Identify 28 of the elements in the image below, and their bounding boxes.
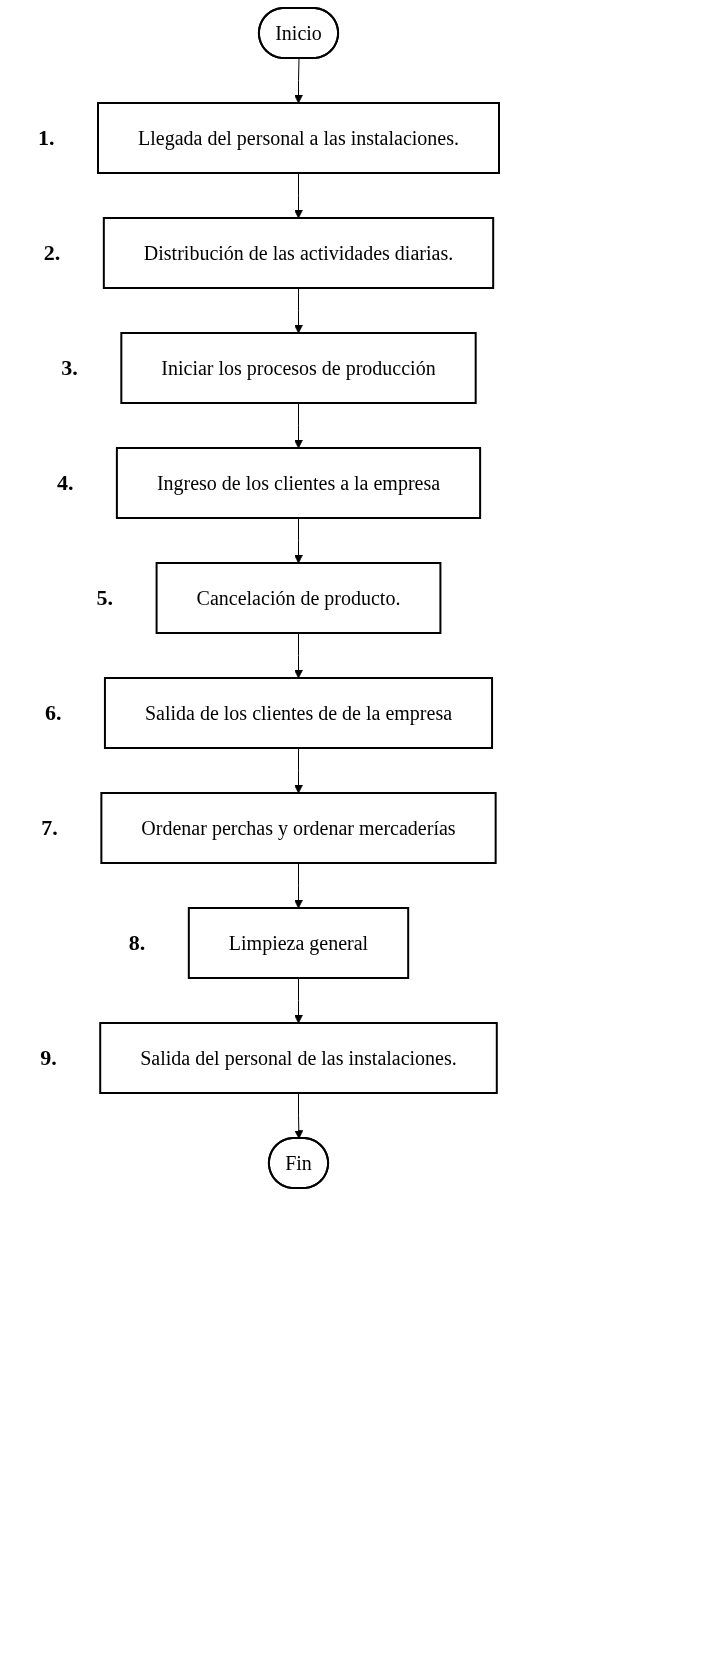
step-number: 4. — [56, 470, 74, 496]
arrow — [294, 977, 303, 1024]
arrow — [294, 402, 303, 449]
node-box: Iniciar los procesos de producción — [120, 332, 477, 404]
step-number: 2. — [43, 240, 61, 266]
arrow — [294, 287, 303, 334]
arrow — [294, 58, 303, 104]
arrow — [294, 172, 303, 219]
arrow — [294, 1092, 304, 1139]
node-box: Cancelación de producto. — [155, 562, 442, 634]
arrow — [294, 632, 303, 679]
node-box: Distribución de las actividades diarias. — [102, 217, 495, 289]
arrow — [294, 517, 303, 564]
node-box: Salida del personal de las instalaciones. — [99, 1022, 498, 1094]
step-number: 1. — [38, 125, 55, 151]
node-box: Llegada del personal a las instalaciones. — [97, 102, 500, 174]
node-box: Limpieza general — [187, 907, 410, 979]
step-number: 6. — [44, 700, 62, 726]
arrow — [294, 862, 303, 909]
node-box: Ordenar perchas y ordenar mercaderías — [100, 792, 497, 864]
step-number: 3. — [61, 355, 78, 381]
step-number: 8. — [128, 930, 146, 956]
step-number: 7. — [41, 815, 58, 841]
step-number: 5. — [96, 585, 114, 611]
step-number: 9. — [40, 1045, 57, 1071]
arrow — [294, 747, 303, 794]
node-box: Ingreso de los clientes a la empresa — [115, 447, 482, 519]
node-box: Salida de los clientes de de la empresa — [103, 677, 494, 749]
